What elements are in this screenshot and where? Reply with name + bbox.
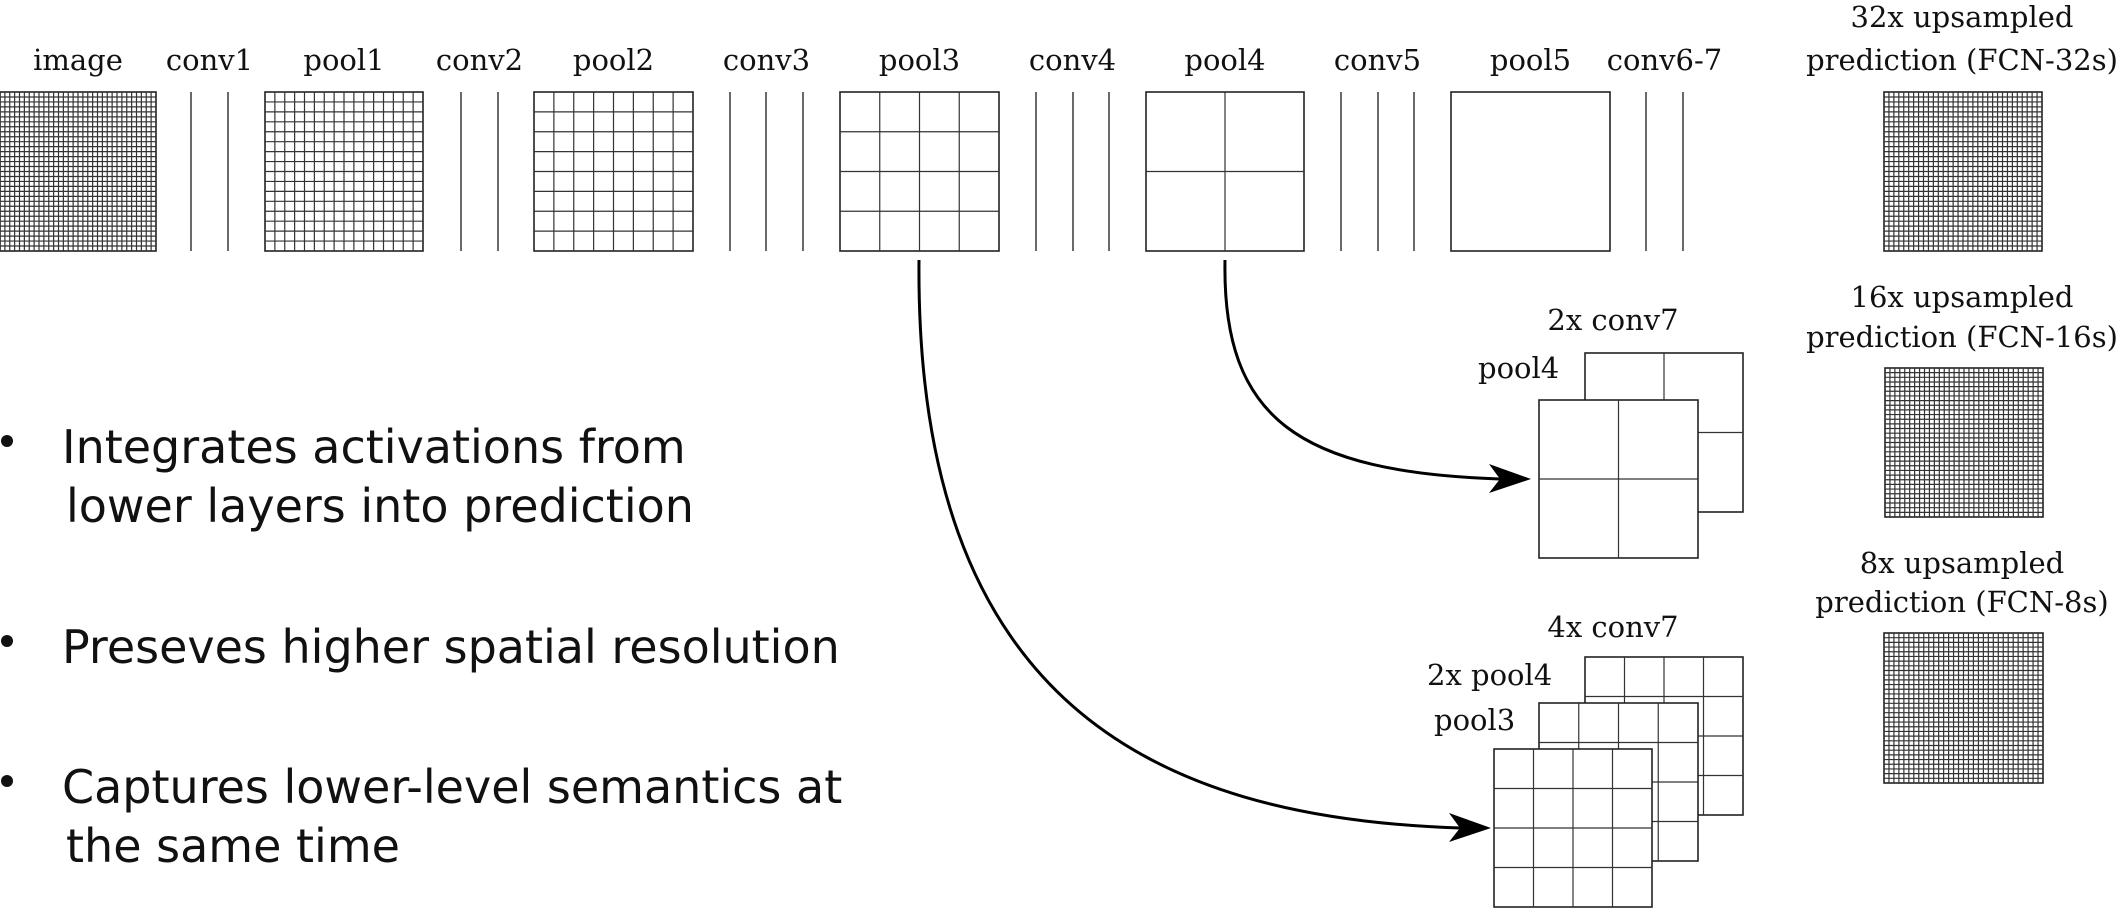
bullet-2-line-1: Preseves higher spatial resolution [62, 620, 840, 674]
label-fcn8-line1: 8x upsampled [1860, 546, 2065, 580]
arrowhead-pool3 [1449, 813, 1491, 842]
label-pool3-fusion: pool3 [1434, 703, 1515, 737]
stage-label-image: image [33, 43, 123, 77]
prediction-fcn32 [1883, 91, 2043, 252]
bullet-1-line-2: lower layers into prediction [66, 479, 694, 533]
fusion-8s-stack [1493, 656, 1744, 908]
label-2x-pool4: 2x pool4 [1427, 658, 1552, 692]
stage-label-pool2: pool2 [573, 43, 654, 77]
arrowhead-pool4 [1489, 464, 1531, 493]
stage-pool1 [264, 91, 424, 252]
label-4x-conv7: 4x conv7 [1547, 610, 1678, 644]
label-fcn16-line2: prediction (FCN-16s) [1806, 320, 2118, 354]
fusion-16s-stack [1538, 352, 1744, 559]
stage-label-pool5: pool5 [1490, 43, 1571, 77]
stage-label-conv5: conv5 [1334, 43, 1421, 77]
prediction-fcn8 [1883, 632, 2044, 784]
label-fcn32-line2: prediction (FCN-32s) [1806, 43, 2118, 77]
stage-pool5-frame [1450, 91, 1611, 252]
stage-label-conv6-7: conv6-7 [1607, 43, 1722, 77]
stage-pool2 [533, 91, 694, 252]
fusion16-front-pool4 [1538, 399, 1699, 559]
stage-pool4 [1145, 91, 1305, 252]
label-fcn8-line2: prediction (FCN-8s) [1815, 585, 2108, 619]
bullet-dot [1, 435, 13, 447]
bullet-dot [1, 635, 13, 647]
stage-label-conv4: conv4 [1029, 43, 1116, 77]
prediction-fcn16 [1884, 367, 2044, 518]
stage-image [0, 91, 157, 252]
fusion8-front-pool3 [1493, 748, 1653, 908]
stage-pool3 [839, 91, 1000, 252]
label-fcn32-line1: 32x upsampled [1851, 0, 2074, 34]
stage-pool5 [1450, 91, 1611, 252]
stage-label-pool4: pool4 [1184, 43, 1265, 77]
bullet-3-line-1: Captures lower-level semantics at [62, 760, 842, 814]
bullet-3-line-2: the same time [66, 819, 400, 873]
stage-label-conv2: conv2 [436, 43, 523, 77]
stage-conv4 [1035, 92, 1110, 251]
skip-curve-pool3 [917, 259, 1461, 830]
label-pool4-fusion: pool4 [1478, 351, 1559, 385]
stage-label-conv3: conv3 [723, 43, 810, 77]
bullet-dot [1, 775, 13, 787]
stage-conv5 [1340, 92, 1415, 251]
prediction-column [1883, 91, 2044, 784]
skip-curve-pool4 [1223, 259, 1501, 481]
stage-label-pool3: pool3 [879, 43, 960, 77]
bullet-list: Integrates activations from lower layers… [1, 420, 842, 873]
stage-label-pool1: pool1 [303, 43, 384, 77]
stage-conv3 [729, 92, 804, 251]
stage-conv6-7 [1645, 92, 1684, 251]
label-fcn16-line1: 16x upsampled [1851, 280, 2074, 314]
label-2x-conv7: 2x conv7 [1547, 303, 1678, 337]
stage-conv1 [190, 92, 229, 251]
stage-conv2 [460, 92, 499, 251]
bullet-1-line-1: Integrates activations from [62, 420, 686, 474]
pipeline-row: image conv1 pool1 conv2 pool2 conv3 pool3 conv4… [0, 43, 1722, 252]
stage-label-conv1: conv1 [166, 43, 253, 77]
